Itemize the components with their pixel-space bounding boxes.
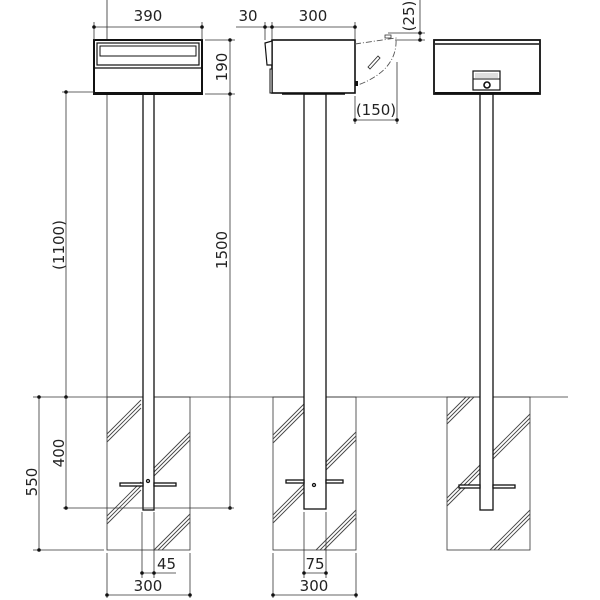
post [142,93,155,511]
post-depth-label: 75 [305,555,324,573]
anchor-bolt [145,478,151,484]
mailbox-side [264,34,397,95]
width-label: 390 [134,7,163,25]
side-view: 30 300 (25) (150) 75 300 [236,0,425,598]
embed-depth-label: 400 [50,439,68,468]
anchor-bolt [311,482,317,488]
mailbox-front [93,39,203,95]
anchor-bar-right [492,484,516,489]
foundation-width-label: 300 [134,577,163,595]
post [303,93,327,510]
front-view: 390 190 (1100) 1500 400 550 45 300 [23,0,235,598]
post-width-label: 45 [157,555,176,573]
key-lock-icon [483,81,491,89]
lid-clearance-label: (25) [400,1,418,32]
anchor-bar-left [458,484,481,489]
height-label: 190 [213,53,231,82]
foundation-depth-label: 550 [23,468,41,497]
open-lid-outline [354,37,397,86]
lid-swing-label: (150) [356,101,396,119]
flap-depth-label: 30 [238,7,257,25]
depth-label: 300 [299,7,328,25]
post [479,93,494,511]
post-above-ground-label: (1100) [50,220,68,270]
total-height-label: 1500 [213,231,231,269]
mailbox-back [433,39,541,95]
foundation-width-label: 300 [300,577,329,595]
anchor-bar-right [325,479,344,484]
anchor-bar-left [119,482,144,487]
anchor-bar-left [285,479,305,484]
back-view [433,39,541,551]
anchor-bar-right [153,482,177,487]
